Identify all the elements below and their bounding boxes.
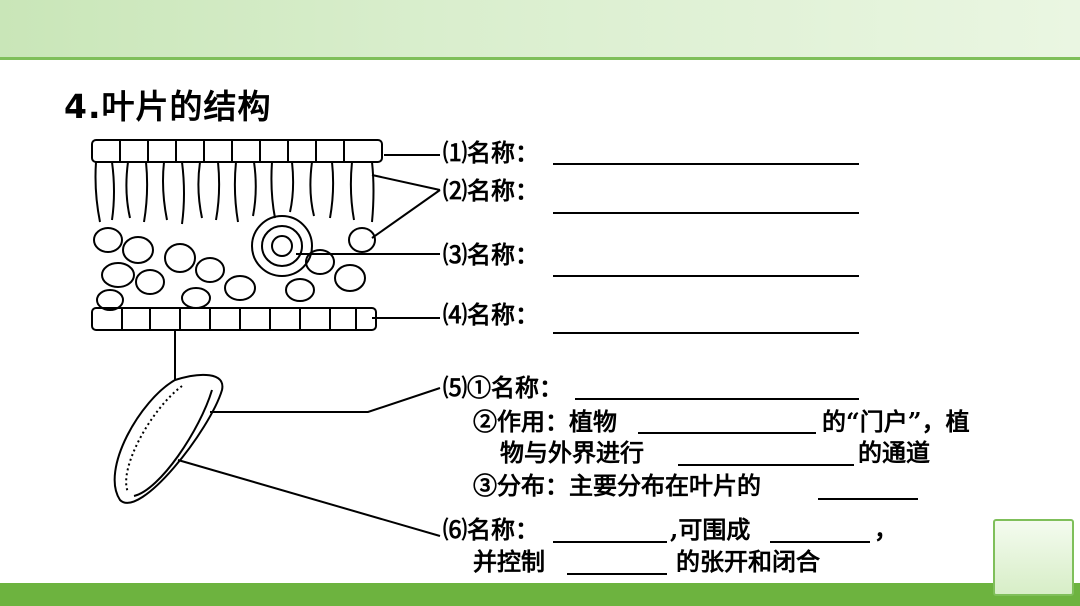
label-5-function-d: 的通道 [858, 438, 930, 467]
blank-1[interactable] [553, 163, 859, 165]
label-1: ⑴名称： [443, 138, 539, 167]
label-4: ⑷名称： [443, 300, 539, 329]
blank-6-form[interactable] [770, 541, 870, 543]
blank-2[interactable] [553, 212, 859, 214]
blank-6-name[interactable] [553, 541, 667, 543]
label-5-function-b: 的“门户”，植 [822, 407, 970, 436]
home-button[interactable] [993, 519, 1074, 596]
label-3: ⑶名称： [443, 240, 539, 269]
vein [251, 215, 313, 277]
label-6-control: 并控制 [473, 547, 545, 576]
blank-6-control[interactable] [567, 573, 667, 575]
label-6-form: ,可围成 [670, 515, 751, 544]
stoma-drawing [113, 373, 224, 504]
footer-band [0, 583, 1080, 606]
blank-4[interactable] [553, 332, 859, 334]
lower-epidermis [91, 307, 377, 331]
header-band [0, 0, 1080, 60]
blank-5-distribution[interactable] [818, 498, 918, 500]
label-2: ⑵名称： [443, 176, 539, 205]
blank-5-name[interactable] [575, 398, 859, 400]
label-5-function-a: ②作用：植物 [473, 407, 617, 436]
label-5-name: ⑸①名称： [443, 373, 563, 402]
label-6-comma: ， [874, 515, 898, 544]
label-6-name: ⑹名称： [443, 515, 539, 544]
blank-3[interactable] [553, 275, 859, 277]
spongy-tissue [93, 227, 376, 311]
label-5-distribution: ③分布：主要分布在叶片的 [473, 471, 761, 500]
label-5-function-c: 物与外界进行 [500, 438, 644, 467]
blank-5-function-c[interactable] [678, 464, 854, 466]
slide-title: 4.叶片的结构 [64, 87, 272, 126]
label-6-open-close: 的张开和闭合 [676, 547, 820, 576]
upper-epidermis [91, 139, 383, 163]
palisade-tissue [94, 161, 375, 225]
blank-5-function-a[interactable] [638, 432, 816, 434]
